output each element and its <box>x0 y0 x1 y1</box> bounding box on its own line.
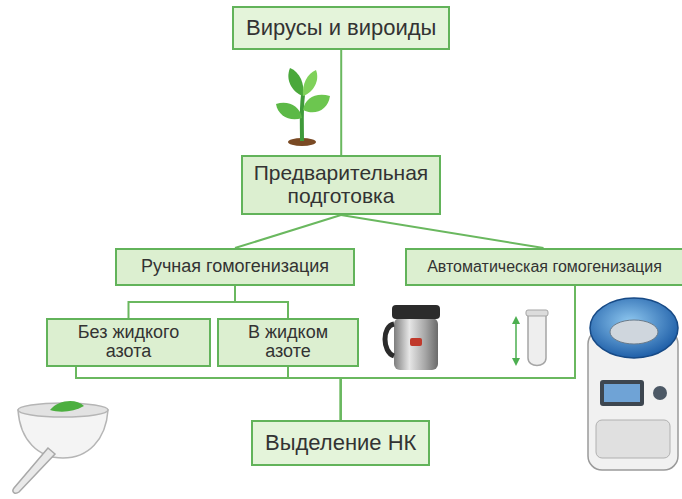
mortar-pestle <box>13 401 108 493</box>
box-label: Ручная гомогенизация <box>141 257 329 276</box>
process-box: Выделение НК <box>251 420 430 466</box>
connector-line <box>129 286 236 318</box>
pestle <box>13 448 55 493</box>
leaf <box>303 70 317 96</box>
process-box: В жидком азоте <box>217 318 359 367</box>
knob <box>653 386 667 400</box>
process-box: Вирусы и вироиды <box>232 6 450 50</box>
tube <box>528 314 546 366</box>
connector-line <box>341 286 575 420</box>
connector-line <box>340 50 342 155</box>
leaf <box>276 103 302 119</box>
process-box: Автоматическая гомогенизация <box>405 248 682 286</box>
flask-handle <box>385 324 394 356</box>
sample-tube <box>512 310 548 366</box>
thermos-flask <box>385 305 440 370</box>
flask-body <box>394 318 438 370</box>
connector-line <box>235 215 341 248</box>
plant-sprout <box>276 68 330 146</box>
box-label: Автоматическая гомогенизация <box>427 258 662 275</box>
flask-badge <box>410 338 422 346</box>
connector-line <box>288 367 341 420</box>
process-box: Ручная гомогенизация <box>115 248 355 286</box>
machine-lid <box>590 298 678 358</box>
process-box: Без жидкого азота <box>46 318 211 367</box>
rotor <box>610 320 658 344</box>
process-box: Предварительная подготовка <box>241 155 441 215</box>
box-label: Предварительная подготовка <box>251 162 431 207</box>
shake-arrow <box>515 320 517 362</box>
display <box>600 380 644 406</box>
leaf <box>303 95 330 113</box>
homogenizer-machine <box>588 298 678 470</box>
connector-line <box>235 286 288 318</box>
machine-base <box>596 420 670 458</box>
connector-line <box>341 215 544 248</box>
leaf <box>50 401 84 412</box>
box-label: Вирусы и вироиды <box>246 16 436 40</box>
box-label: Без жидкого азота <box>54 323 203 362</box>
box-label: В жидком азоте <box>225 323 351 362</box>
screen <box>604 384 640 402</box>
box-label: Выделение НК <box>265 431 416 455</box>
leaf <box>288 68 303 96</box>
connector-line <box>76 367 341 420</box>
tube-cap <box>526 310 548 316</box>
shake-arrow-heads <box>512 316 520 366</box>
flask-cap <box>392 305 440 319</box>
